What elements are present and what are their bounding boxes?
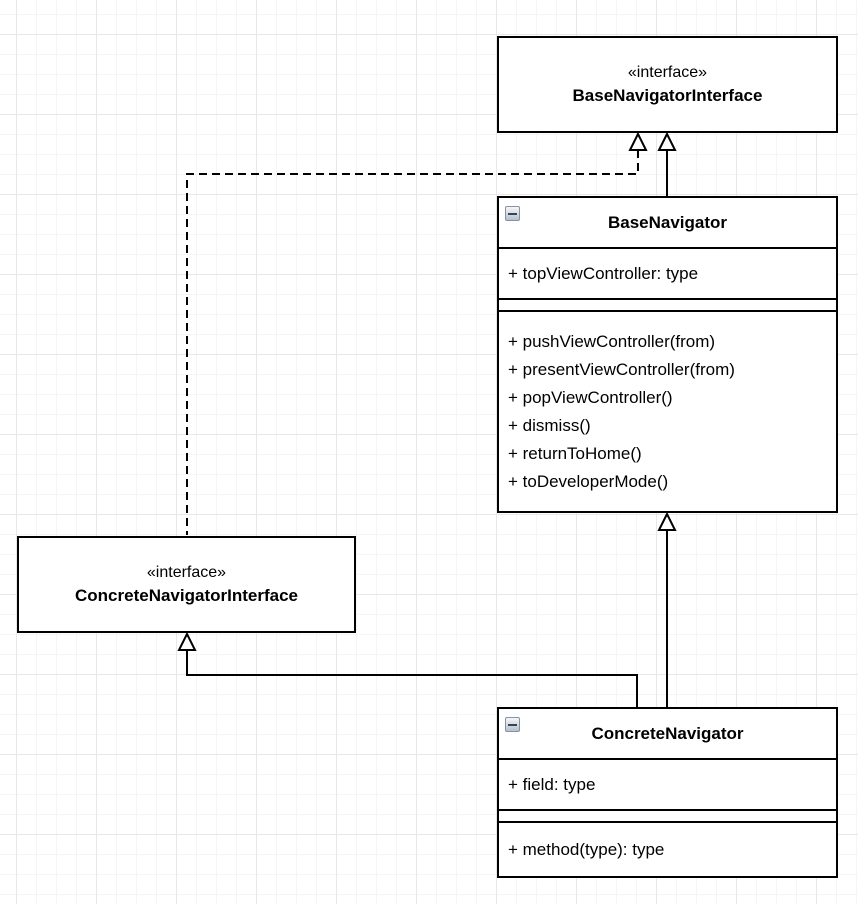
methods-section: + method(type): type bbox=[499, 821, 836, 876]
hollow-triangle-arrowhead bbox=[657, 511, 677, 531]
class-box-concrete-navigator-interface[interactable]: «interface» ConcreteNavigatorInterface bbox=[17, 536, 356, 633]
class-box-base-navigator-interface[interactable]: «interface» BaseNavigatorInterface bbox=[497, 36, 838, 133]
collapse-minus-icon[interactable] bbox=[505, 206, 520, 221]
attributes-section: + field: type bbox=[499, 760, 836, 811]
hollow-triangle-arrowhead bbox=[657, 131, 677, 151]
method-item: + toDeveloperMode() bbox=[508, 472, 669, 491]
method-item: + pushViewController(from) bbox=[508, 332, 716, 351]
attributes-section: + topViewController: type bbox=[499, 249, 836, 300]
class-header: ConcreteNavigator bbox=[499, 709, 836, 760]
edge-concrete-interface-to-base-interface[interactable] bbox=[186, 131, 648, 535]
class-name-concrete-navigator: ConcreteNavigator bbox=[591, 723, 744, 743]
edge-concrete-navigator-to-concrete-interface[interactable] bbox=[177, 631, 638, 707]
edge-base-navigator-to-base-interface[interactable] bbox=[657, 131, 677, 196]
class-box-base-navigator[interactable]: BaseNavigator + topViewController: type … bbox=[497, 196, 838, 513]
minus-bar bbox=[508, 723, 517, 726]
attribute-item: + field: type bbox=[508, 774, 596, 794]
method-item: + presentViewController(from) bbox=[508, 360, 735, 379]
class-name-base-navigator: BaseNavigator bbox=[607, 212, 728, 232]
method-item: + method(type): type bbox=[508, 839, 665, 859]
stereotype-label: «interface» bbox=[627, 63, 708, 81]
hollow-triangle-arrowhead bbox=[177, 631, 197, 651]
class-header: BaseNavigator bbox=[499, 198, 836, 249]
attribute-item: + topViewController: type bbox=[508, 263, 699, 283]
section-gap bbox=[499, 300, 836, 310]
method-item: + returnToHome() bbox=[508, 444, 642, 463]
collapse-minus-icon[interactable] bbox=[505, 717, 520, 732]
class-box-concrete-navigator[interactable]: ConcreteNavigator + field: type + method… bbox=[497, 707, 838, 878]
edge-concrete-navigator-to-base-navigator[interactable] bbox=[657, 511, 677, 707]
class-name-base-navigator-interface: BaseNavigatorInterface bbox=[572, 85, 763, 105]
method-item: + dismiss() bbox=[508, 416, 591, 435]
hollow-triangle-arrowhead bbox=[628, 131, 648, 151]
methods-section: + pushViewController(from) + presentView… bbox=[499, 310, 836, 496]
section-gap bbox=[499, 811, 836, 821]
minus-bar bbox=[508, 212, 517, 215]
stereotype-label: «interface» bbox=[146, 563, 227, 581]
method-item: + popViewController() bbox=[508, 388, 673, 407]
class-name-concrete-navigator-interface: ConcreteNavigatorInterface bbox=[75, 585, 298, 605]
